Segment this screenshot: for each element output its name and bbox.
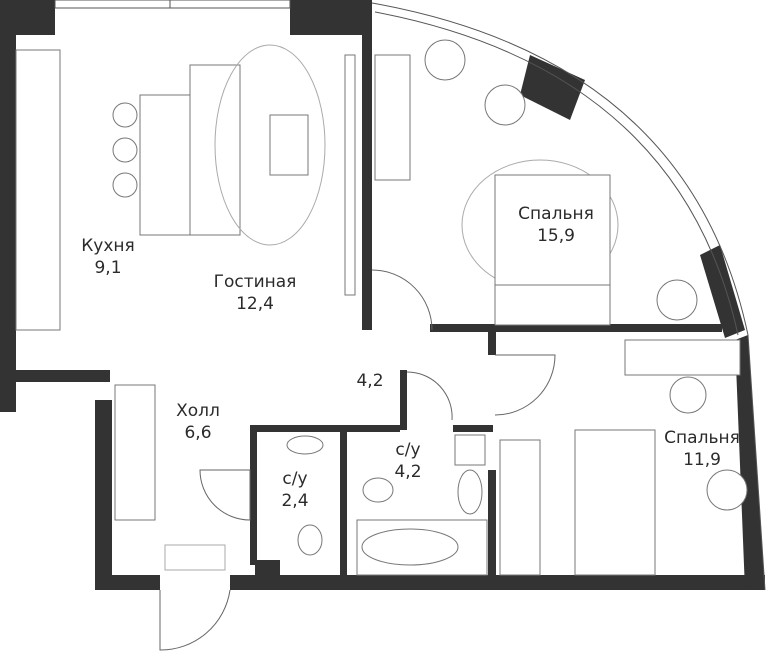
room-area: 6,6 <box>184 423 212 443</box>
room-name: Кухня <box>81 236 135 256</box>
room-name: с/у <box>395 440 421 460</box>
room-name: Спальня <box>518 204 594 224</box>
doors <box>159 269 556 651</box>
room-area: 11,9 <box>683 450 721 470</box>
room-area: 15,9 <box>537 226 575 246</box>
room-area: 4,2 <box>394 462 422 482</box>
furniture <box>15 39 748 576</box>
room-area: 4,2 <box>356 371 384 391</box>
walls <box>0 0 765 590</box>
room-name: с/у <box>282 469 308 489</box>
room-name: Гостиная <box>213 272 297 292</box>
room-name: Спальня <box>664 428 740 448</box>
room-name: Холл <box>176 401 220 421</box>
room-area: 12,4 <box>236 294 274 314</box>
windows <box>54 0 766 591</box>
room-area: 9,1 <box>94 258 122 278</box>
room-area: 2,4 <box>281 491 309 511</box>
room-label-corridor: 4,2 <box>356 370 383 392</box>
